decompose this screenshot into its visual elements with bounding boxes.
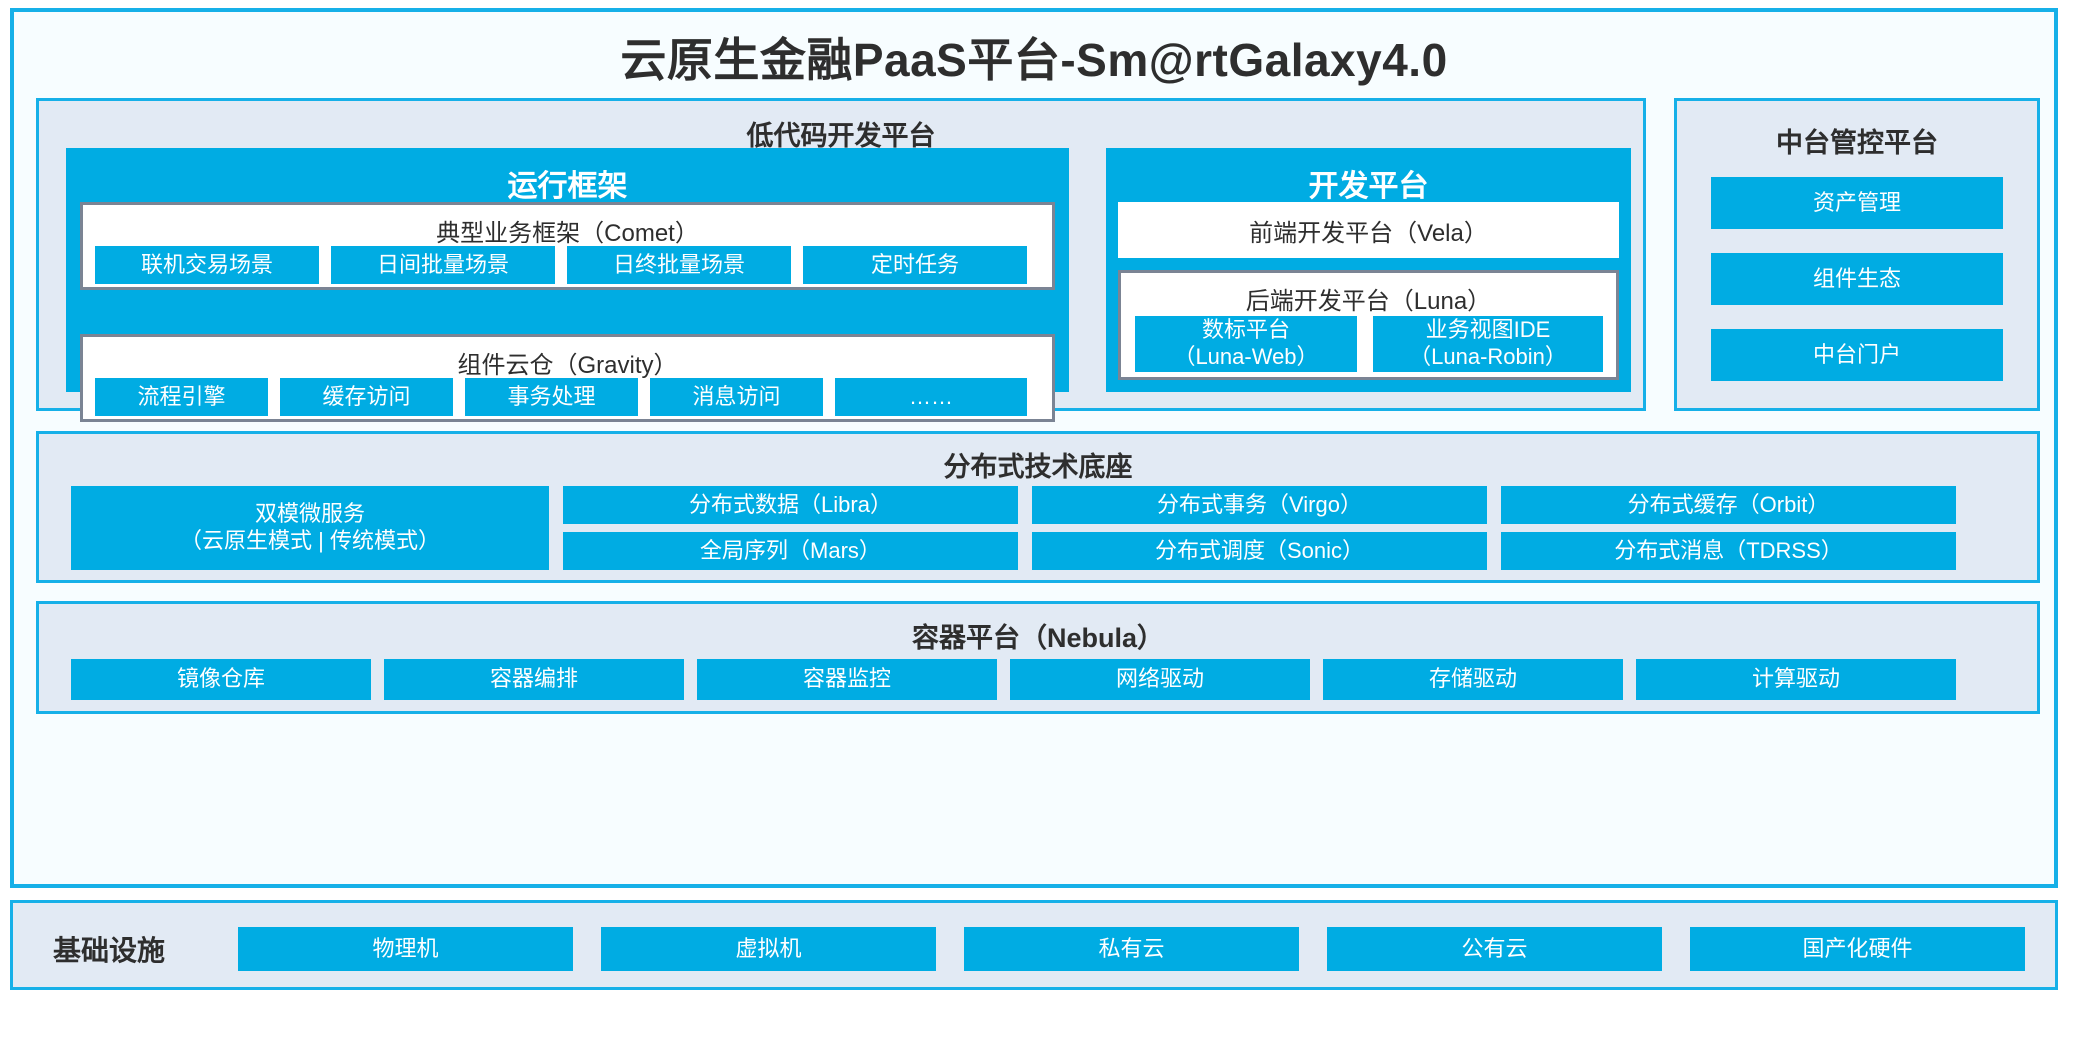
container-item-3[interactable]: 网络驱动 [1010, 659, 1310, 700]
panel-midoffice-platform: 中台管控平台 资产管理 组件生态 中台门户 [1674, 98, 2040, 411]
comet-title: 典型业务框架（Comet） [436, 220, 699, 247]
comet-item-1[interactable]: 日间批量场景 [331, 246, 555, 284]
vela-box[interactable]: 前端开发平台（Vela） [1118, 202, 1619, 258]
container-item-2[interactable]: 容器监控 [697, 659, 997, 700]
container-item-0[interactable]: 镜像仓库 [71, 659, 371, 700]
lowcode-platform-title: 低代码开发平台 [746, 121, 936, 151]
gravity-item-2[interactable]: 事务处理 [465, 378, 638, 416]
infrastructure-item-1[interactable]: 虚拟机 [601, 927, 936, 971]
main-architecture-container: 云原生金融PaaS平台-Sm@rtGalaxy4.0 低代码开发平台 运行框架 … [10, 8, 2058, 888]
midoffice-item-1[interactable]: 组件生态 [1711, 253, 2003, 305]
container-item-4[interactable]: 存储驱动 [1323, 659, 1623, 700]
distributed-item-mars[interactable]: 全局序列（Mars） [563, 532, 1018, 570]
comet-item-2[interactable]: 日终批量场景 [567, 246, 791, 284]
infrastructure-item-4[interactable]: 国产化硬件 [1690, 927, 2025, 971]
dual-mode-microservice-block[interactable]: 双模微服务 （云原生模式 | 传统模式） [71, 486, 549, 570]
container-item-1[interactable]: 容器编排 [384, 659, 684, 700]
luna-item-0[interactable]: 数标平台 （Luna-Web） [1135, 316, 1357, 372]
vela-label: 前端开发平台（Vela） [1249, 219, 1488, 247]
infrastructure-item-3[interactable]: 公有云 [1327, 927, 1662, 971]
luna-title: 后端开发平台（Luna） [1245, 288, 1492, 315]
infrastructure-label: 基础设施 [53, 935, 166, 966]
infrastructure-item-0[interactable]: 物理机 [238, 927, 573, 971]
container-item-5[interactable]: 计算驱动 [1636, 659, 1956, 700]
container-platform-title: 容器平台（Nebula） [911, 623, 1165, 653]
gravity-item-4[interactable]: …… [835, 378, 1027, 416]
midoffice-title: 中台管控平台 [1776, 128, 1938, 158]
runtime-framework-title: 运行框架 [507, 170, 628, 203]
midoffice-item-2[interactable]: 中台门户 [1711, 329, 2003, 381]
distributed-title: 分布式技术底座 [943, 452, 1133, 482]
distributed-item-orbit[interactable]: 分布式缓存（Orbit） [1501, 486, 1956, 524]
dev-platform-title: 开发平台 [1308, 170, 1429, 203]
infrastructure-item-2[interactable]: 私有云 [964, 927, 1299, 971]
distributed-item-virgo[interactable]: 分布式事务（Virgo） [1032, 486, 1487, 524]
midoffice-item-0[interactable]: 资产管理 [1711, 177, 2003, 229]
gravity-box: 组件云仓（Gravity） 流程引擎 缓存访问 事务处理 消息访问 …… [80, 334, 1055, 422]
gravity-item-3[interactable]: 消息访问 [650, 378, 823, 416]
page-title: 云原生金融PaaS平台-Sm@rtGalaxy4.0 [620, 34, 1448, 86]
panel-distributed-foundation: 分布式技术底座 双模微服务 （云原生模式 | 传统模式） 分布式数据（Libra… [36, 431, 2040, 583]
comet-item-3[interactable]: 定时任务 [803, 246, 1027, 284]
infrastructure-strip: 基础设施 物理机 虚拟机 私有云 公有云 国产化硬件 [10, 900, 2058, 990]
gravity-title: 组件云仓（Gravity） [457, 352, 678, 379]
comet-box: 典型业务框架（Comet） 联机交易场景 日间批量场景 日终批量场景 定时任务 [80, 202, 1055, 290]
luna-box: 后端开发平台（Luna） 数标平台 （Luna-Web） 业务视图IDE （Lu… [1118, 270, 1619, 380]
gravity-item-0[interactable]: 流程引擎 [95, 378, 268, 416]
panel-container-platform: 容器平台（Nebula） 镜像仓库 容器编排 容器监控 网络驱动 存储驱动 计算… [36, 601, 2040, 714]
gravity-item-1[interactable]: 缓存访问 [280, 378, 453, 416]
luna-item-1[interactable]: 业务视图IDE （Luna-Robin） [1373, 316, 1603, 372]
distributed-item-libra[interactable]: 分布式数据（Libra） [563, 486, 1018, 524]
distributed-item-sonic[interactable]: 分布式调度（Sonic） [1032, 532, 1487, 570]
distributed-item-tdrss[interactable]: 分布式消息（TDRSS） [1501, 532, 1956, 570]
comet-item-0[interactable]: 联机交易场景 [95, 246, 319, 284]
